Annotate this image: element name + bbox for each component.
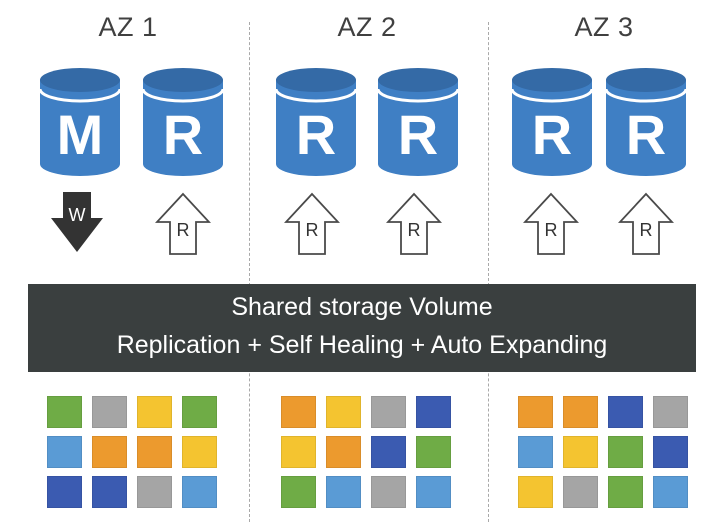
read-arrow-icon: R xyxy=(155,192,211,256)
zone-divider-1 xyxy=(249,22,250,522)
storage-block-yellow xyxy=(518,476,553,508)
database-replica-icon: R xyxy=(143,68,223,176)
arrow-label: R xyxy=(544,220,558,240)
zone-divider-2 xyxy=(488,22,489,522)
storage-block-darkblue xyxy=(371,436,406,468)
storage-blocks-az2 xyxy=(281,396,451,508)
read-arrow-icon: R xyxy=(618,192,674,256)
storage-block-orange xyxy=(563,396,598,428)
database-replica-icon: R xyxy=(512,68,592,176)
storage-block-green xyxy=(281,476,316,508)
storage-block-orange xyxy=(326,436,361,468)
arrow-up-icon xyxy=(386,192,442,255)
arrow-label: R xyxy=(305,220,319,240)
read-arrow-icon: R xyxy=(386,192,442,256)
storage-block-darkblue xyxy=(653,436,688,468)
storage-block-yellow xyxy=(563,436,598,468)
database-replica-icon: R xyxy=(378,68,458,176)
storage-block-gray xyxy=(371,476,406,508)
zone-label-az3: AZ 3 xyxy=(574,12,634,42)
storage-block-lightblue xyxy=(182,476,217,508)
shared-storage-volume-bar: Shared storage Volume Replication + Self… xyxy=(28,284,696,372)
storage-block-gray xyxy=(371,396,406,428)
storage-block-darkblue xyxy=(416,396,451,428)
database-replica-icon: R xyxy=(606,68,686,176)
storage-block-green xyxy=(416,436,451,468)
storage-block-lightblue xyxy=(326,476,361,508)
storage-block-green xyxy=(608,436,643,468)
database-role-letter: R xyxy=(531,103,573,166)
storage-block-lightblue xyxy=(518,436,553,468)
storage-block-yellow xyxy=(281,436,316,468)
storage-blocks-az1 xyxy=(47,396,217,508)
storage-block-gray xyxy=(92,396,127,428)
read-arrow-icon: R xyxy=(284,192,340,256)
database-cylinder-icon xyxy=(606,68,686,176)
storage-block-orange xyxy=(518,396,553,428)
storage-block-gray xyxy=(563,476,598,508)
database-role-letter: R xyxy=(625,103,667,166)
database-role-letter: R xyxy=(162,103,204,166)
storage-block-lightblue xyxy=(416,476,451,508)
storage-block-gray xyxy=(137,476,172,508)
database-cylinder-icon xyxy=(40,68,120,176)
storage-block-green xyxy=(47,396,82,428)
arrow-up-icon xyxy=(618,192,674,255)
storage-block-yellow xyxy=(326,396,361,428)
storage-block-darkblue xyxy=(608,396,643,428)
storage-block-darkblue xyxy=(92,476,127,508)
storage-blocks-az3 xyxy=(518,396,688,508)
database-cylinder-icon xyxy=(143,68,223,176)
database-cylinder-icon xyxy=(378,68,458,176)
storage-subtitle: Replication + Self Healing + Auto Expand… xyxy=(116,331,608,359)
storage-title: Shared storage Volume xyxy=(231,293,493,321)
arrow-up-icon xyxy=(155,192,211,255)
database-role-letter: R xyxy=(295,103,337,166)
storage-block-lightblue xyxy=(47,436,82,468)
storage-block-orange xyxy=(281,396,316,428)
database-master-icon: M xyxy=(40,68,120,176)
database-role-letter: M xyxy=(56,103,104,166)
storage-block-green xyxy=(608,476,643,508)
zone-label-az2: AZ 2 xyxy=(337,12,397,42)
storage-block-gray xyxy=(653,396,688,428)
database-replica-icon: R xyxy=(276,68,356,176)
storage-block-yellow xyxy=(137,396,172,428)
database-cylinder-icon xyxy=(276,68,356,176)
storage-block-orange xyxy=(92,436,127,468)
write-arrow-icon: W xyxy=(49,190,105,254)
database-cylinder-icon xyxy=(512,68,592,176)
storage-block-yellow xyxy=(182,436,217,468)
storage-block-orange xyxy=(137,436,172,468)
arrow-down-icon xyxy=(51,192,103,252)
storage-block-green xyxy=(182,396,217,428)
storage-block-darkblue xyxy=(47,476,82,508)
read-arrow-icon: R xyxy=(523,192,579,256)
database-role-letter: R xyxy=(397,103,439,166)
arrow-up-icon xyxy=(523,192,579,255)
arrow-label: R xyxy=(639,220,653,240)
storage-block-lightblue xyxy=(653,476,688,508)
arrow-up-icon xyxy=(284,192,340,255)
zone-label-az1: AZ 1 xyxy=(98,12,158,42)
arrow-label: R xyxy=(407,220,421,240)
arrow-label: W xyxy=(68,205,86,225)
arrow-label: R xyxy=(176,220,190,240)
